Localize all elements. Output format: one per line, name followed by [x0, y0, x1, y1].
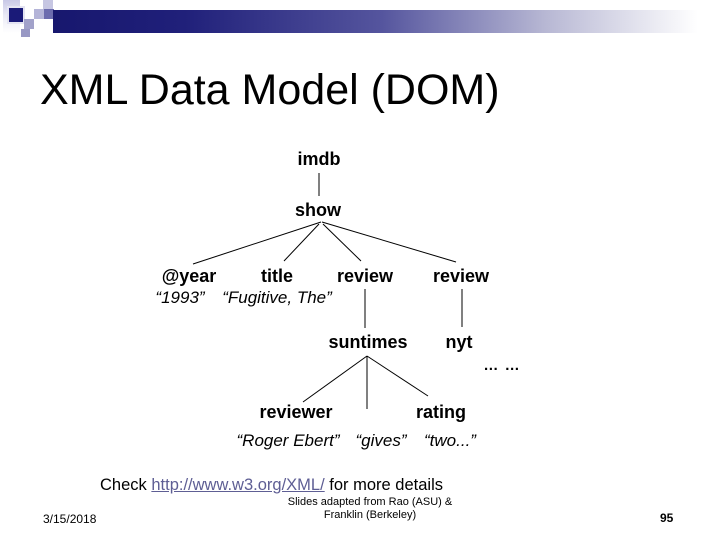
credit-line-1: Slides adapted from Rao (ASU) & [287, 496, 453, 508]
page-number: 95 [660, 511, 674, 525]
tree-node-show: show [294, 200, 342, 220]
tree-node-suntimes: suntimes [328, 332, 408, 352]
tree-node-reviewer: reviewer [259, 402, 333, 422]
tree-value-rating: “two...” [424, 431, 476, 450]
credit-line-2: Franklin (Berkeley) [323, 509, 417, 521]
tree-value-title: “Fugitive, The” [222, 288, 332, 307]
decor-navy-square [7, 6, 25, 24]
decor-horizontal-gradient-bar [53, 10, 711, 33]
w3-xml-link[interactable]: http://www.w3.org/XML/ [151, 476, 325, 494]
decor-square-grayblue [24, 19, 34, 29]
decor-square-small [21, 29, 30, 37]
tree-node-title: title [260, 266, 294, 286]
slide-date: 3/15/2018 [43, 512, 97, 526]
tree-node-imdb: imdb [297, 149, 341, 169]
tree-node-rating: rating [415, 402, 467, 422]
note-line: Check http://www.w3.org/XML/ for more de… [100, 476, 443, 495]
tree-ellipsis: … … [483, 357, 521, 374]
note-prefix: Check [100, 476, 152, 494]
decor-square-mediumblue [44, 9, 54, 19]
page-title: XML Data Model (DOM) [40, 66, 500, 114]
tree-value-gives: “gives” [355, 431, 407, 450]
decor-square-lavender [43, 0, 53, 9]
tree-value-year: “1993” [155, 288, 205, 307]
tree-node-year-attr: @year [161, 266, 217, 286]
tree-node-review-2: review [432, 266, 490, 286]
credits: Slides adapted from Rao (ASU) & Franklin… [270, 496, 470, 522]
tree-node-nyt: nyt [445, 332, 473, 352]
decor-square-lightblue [34, 9, 44, 19]
note-suffix: for more details [324, 476, 443, 494]
tree-value-reviewer: “Roger Ebert” [236, 431, 340, 450]
tree-node-review-1: review [336, 266, 394, 286]
